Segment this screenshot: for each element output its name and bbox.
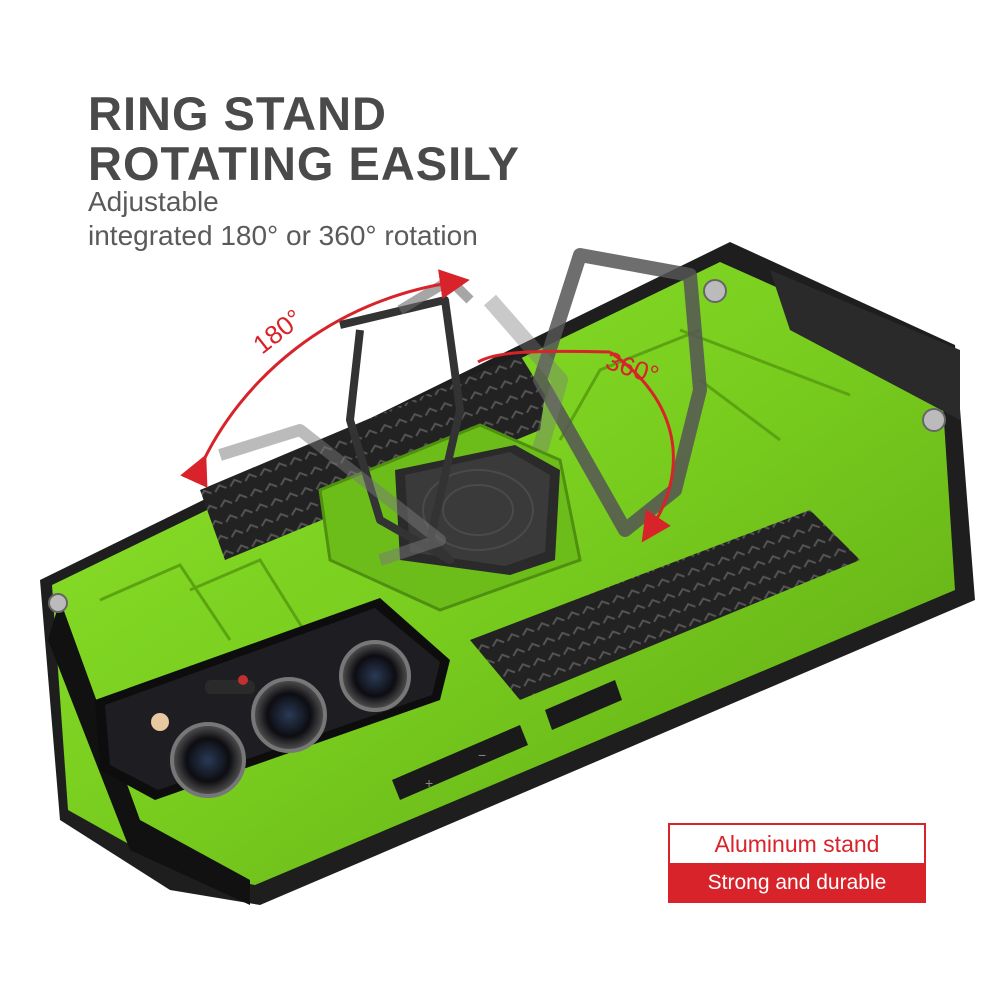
volume-up-label: + — [425, 775, 433, 791]
headline-line-1: RING STAND — [88, 87, 387, 140]
subtitle-line-1: Adjustable — [88, 186, 219, 217]
power-button — [545, 680, 622, 730]
flash-icon — [151, 713, 169, 731]
grip-tread-bottom — [470, 510, 860, 700]
subtitle-line-2: integrated 180° or 360° rotation — [88, 220, 478, 251]
case-side-rail — [48, 600, 250, 905]
rotation-arrow-180 — [180, 269, 470, 488]
screw-icon — [48, 593, 68, 613]
tele-camera-lens — [339, 640, 411, 712]
screw-icon — [922, 408, 946, 432]
main-camera-lens — [170, 722, 246, 798]
screw-icon — [703, 279, 727, 303]
rotation-arrow-360 — [477, 349, 675, 530]
volume-buttons: + − — [392, 725, 528, 800]
case-emboss-lines — [99, 328, 851, 641]
camera-module — [95, 598, 450, 800]
badge-aluminum-stand: Aluminum stand — [668, 823, 926, 865]
badge-strong-durable: Strong and durable — [668, 863, 926, 903]
headline-line-2: ROTATING EASILY — [88, 137, 520, 190]
case-corner-guard — [770, 270, 960, 420]
wide-camera-lens — [251, 677, 327, 753]
sensor-dot — [238, 675, 248, 685]
volume-down-label: − — [478, 747, 486, 763]
rotation-label-180: 180° — [247, 303, 308, 360]
